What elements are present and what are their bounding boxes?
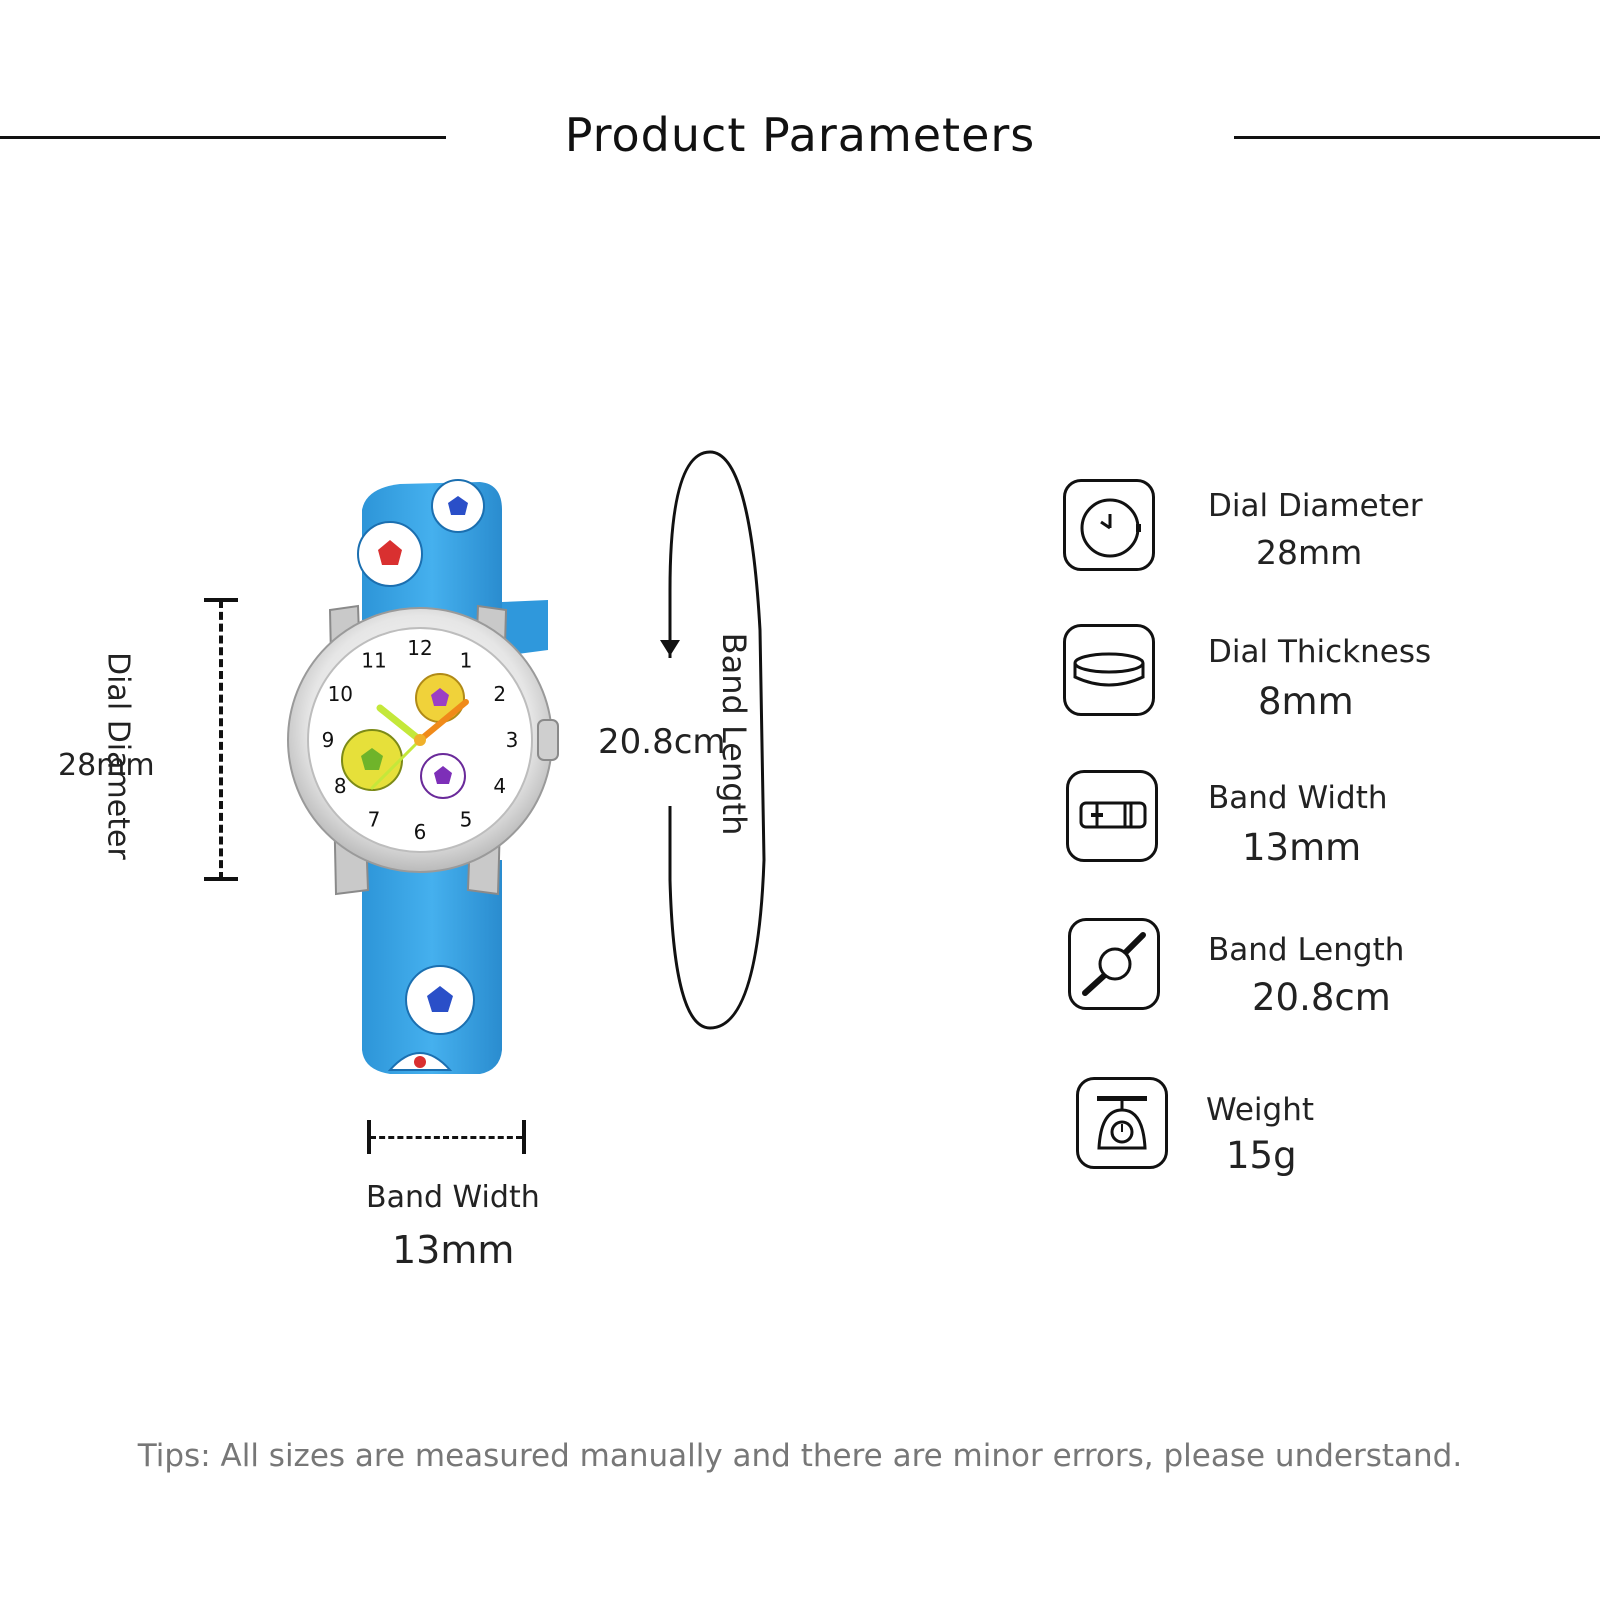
header-rule-left [0,136,446,139]
band-width-dimension-line [370,1136,522,1139]
band-length-value: 20.8cm [598,722,726,762]
dial-number: 10 [328,682,353,706]
watch-band-icon [1066,770,1158,862]
band-width-value: 13mm [392,1228,515,1272]
band-width-label: Band Width [366,1180,540,1215]
spec-value-dial-diameter: 28mm [1256,533,1363,572]
wristwatch-icon [1068,918,1160,1010]
dial-number: 6 [414,820,427,844]
band-width-cap-left [367,1120,371,1154]
dial-ball-yellow [341,729,403,791]
dial-ball-gold [415,673,465,723]
dimension-cap-bottom [204,877,238,881]
dial-number: 5 [460,808,473,832]
dimension-cap-top [204,598,238,602]
dial-number: 9 [322,728,335,752]
strap-ball-upper-right [431,479,485,533]
spec-value-band-width: 13mm [1242,826,1362,869]
header-rule-right [1234,136,1600,139]
strap-ball-lower [405,965,475,1035]
band-length-vertical-label: Band Length [715,632,753,836]
dial-number: 3 [506,728,519,752]
spec-label-band-width: Band Width [1208,780,1388,816]
dial-number: 1 [460,648,473,672]
dial-diameter-vertical-value: 28mm [58,748,155,783]
scale-icon [1076,1077,1168,1169]
spec-label-dial-diameter: Dial Diameter [1208,488,1423,524]
dial-thickness-icon [1063,624,1155,716]
strap-ball-upper-left [357,521,423,587]
dial-number: 7 [368,808,381,832]
spec-value-weight: 15g [1226,1134,1297,1177]
band-length-loop [660,450,766,1030]
watch-face-icon [1063,479,1155,571]
dial-diameter-dimension-line [219,600,223,880]
band-width-cap-right [522,1120,526,1154]
tips-note: Tips: All sizes are measured manually an… [137,1438,1463,1474]
spec-value-band-length: 20.8cm [1252,976,1391,1019]
spec-label-weight: Weight [1206,1092,1315,1128]
dial-number: 12 [407,636,432,660]
strap-ball-bottom [387,1052,453,1071]
dial-number: 2 [493,682,506,706]
spec-label-band-length: Band Length [1208,932,1405,968]
page-title: Product Parameters [564,108,1036,162]
dial-number: 4 [493,774,506,798]
spec-value-dial-thickness: 8mm [1258,680,1354,723]
dial-ball-purple [420,753,466,799]
dial-number: 11 [361,648,386,672]
spec-label-dial-thickness: Dial Thickness [1208,634,1432,670]
dial-number: 8 [334,774,347,798]
